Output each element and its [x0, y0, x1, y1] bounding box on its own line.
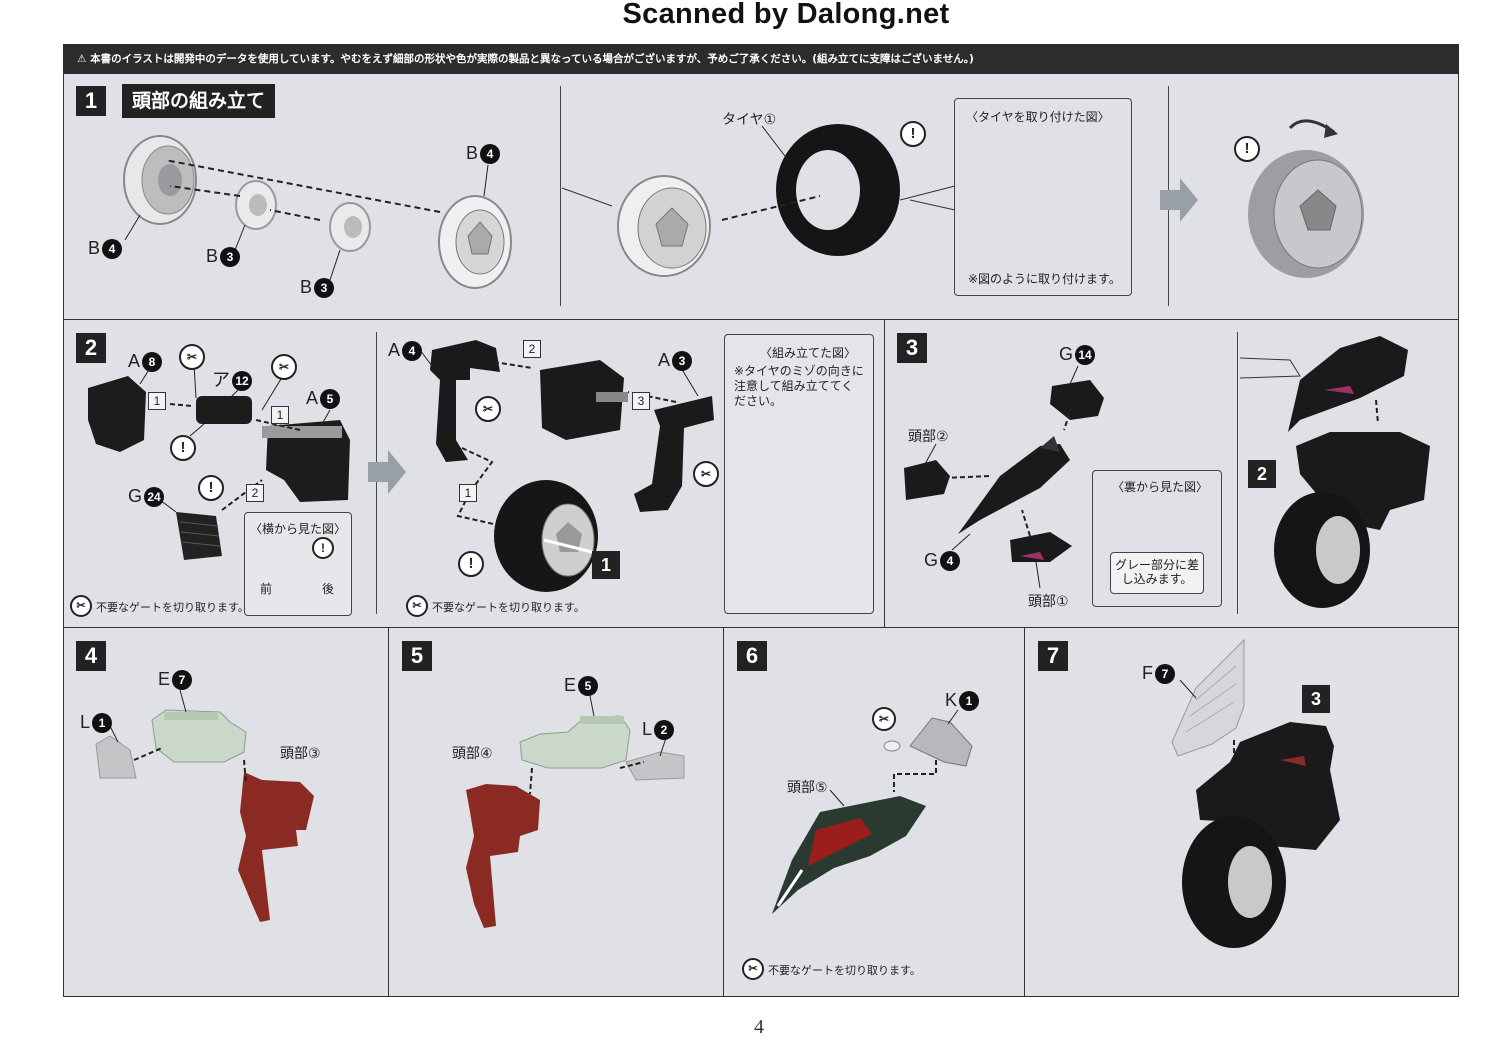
gate-note: 不要なゲートを切り取ります。 [768, 964, 921, 977]
watermark: Scanned by Dalong.net [622, 0, 950, 30]
ref-step-number: 3 [1302, 685, 1330, 713]
inset-title: 〈タイヤを取り付けた図〉 [966, 110, 1110, 124]
substep-marker: 1 [271, 406, 289, 424]
ref-step-number: 1 [592, 551, 620, 579]
nipper-icon: ✂ [872, 707, 896, 731]
caution-icon: ! [900, 121, 926, 147]
substep-divider [376, 332, 377, 614]
step-number: 4 [76, 641, 106, 671]
part-label-tire: タイヤ① [722, 112, 777, 128]
back-label: 後 [322, 582, 335, 596]
nipper-icon: ✂ [475, 396, 501, 422]
substep-divider [1237, 332, 1238, 614]
inset-note: ※タイヤのミゾの向きに注意して組み立ててください。 [734, 364, 864, 408]
row-divider-1 [63, 319, 1459, 320]
nipper-icon: ✂ [271, 354, 297, 380]
inset-assembled-view [724, 334, 874, 614]
col-divider-4-5 [388, 627, 389, 997]
part-label-head3: 頭部③ [280, 746, 321, 762]
caution-icon: ! [1234, 136, 1260, 162]
inset-tire-attached [954, 98, 1132, 296]
step-number: 5 [402, 641, 432, 671]
substep-marker: 3 [632, 392, 650, 410]
inset-note: ※図のように取り付けます。 [968, 272, 1121, 286]
page-number: 4 [754, 1016, 764, 1038]
inset-side-view [244, 512, 352, 616]
notice-banner: ⚠ 本書のイラストは開発中のデータを使用しています。やむをえず細部の形状や色が実… [63, 44, 1459, 74]
nipper-icon: ✂ [70, 595, 92, 617]
col-divider-step2-3 [884, 319, 885, 627]
ref-step-number: 2 [1248, 460, 1276, 488]
step-number: 1 [76, 86, 106, 116]
substep-divider [560, 86, 561, 306]
step-number: 7 [1038, 641, 1068, 671]
caution-icon: ! [198, 475, 224, 501]
col-divider-5-6 [723, 627, 724, 997]
inset-note-box [1110, 552, 1204, 594]
gate-note: 不要なゲートを切り取ります。 [432, 601, 585, 614]
step-number: 2 [76, 333, 106, 363]
substep-marker: 2 [523, 340, 541, 358]
nipper-icon: ✂ [406, 595, 428, 617]
inset-title: 〈横から見た図〉 [250, 522, 347, 536]
substep-marker: 1 [459, 484, 477, 502]
part-label-head2: 頭部② [908, 429, 949, 445]
caution-icon: ! [170, 435, 196, 461]
substep-marker: 1 [148, 392, 166, 410]
part-label-head1: 頭部① [1028, 594, 1069, 610]
caution-icon: ! [458, 551, 484, 577]
col-divider-6-7 [1024, 627, 1025, 997]
step-number: 6 [737, 641, 767, 671]
inset-title: 〈裏から見た図〉 [1112, 480, 1209, 494]
nipper-icon: ✂ [179, 344, 205, 370]
gate-note: 不要なゲートを切り取ります。 [96, 601, 249, 614]
nipper-icon: ✂ [742, 958, 764, 980]
substep-marker: 2 [246, 484, 264, 502]
substep-divider [1168, 86, 1169, 306]
front-label: 前 [260, 582, 273, 596]
step-number: 3 [897, 333, 927, 363]
row-divider-2 [63, 627, 1459, 628]
inset-title: 〈組み立てた図〉 [760, 346, 857, 360]
part-label-head4: 頭部④ [452, 746, 493, 762]
step-title: 頭部の組み立て [122, 84, 276, 118]
part-label-head5: 頭部⑤ [787, 780, 828, 796]
nipper-icon: ✂ [693, 461, 719, 487]
caution-icon: ! [312, 537, 334, 559]
inset-note: グレー部分に差し込みます。 [1114, 558, 1199, 586]
